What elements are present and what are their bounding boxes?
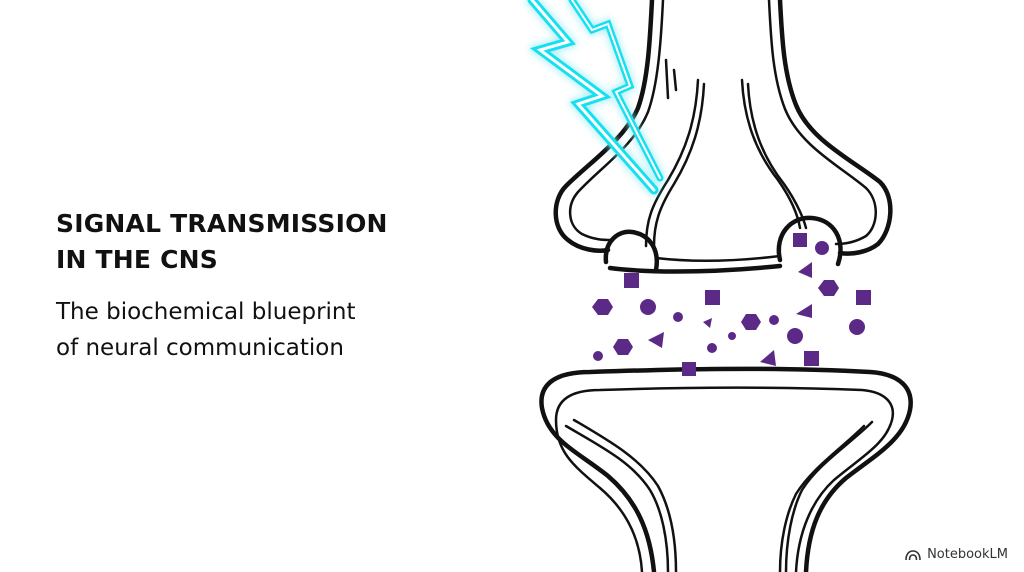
particle-circle	[769, 315, 779, 325]
particle-triangle	[798, 262, 812, 278]
particle-circle	[728, 332, 736, 340]
particle-square	[624, 273, 639, 288]
particle-circle	[849, 319, 865, 335]
subtitle-line-2: of neural communication	[56, 335, 344, 361]
particle-triangle	[796, 304, 812, 318]
particle-triangle	[703, 318, 712, 328]
particle-hexagon	[741, 314, 761, 330]
slide-title: SIGNAL TRANSMISSION IN THE CNS	[56, 206, 388, 278]
presynaptic-terminal	[553, 0, 893, 274]
brand-watermark: NotebookLM	[905, 547, 1008, 562]
postsynaptic-dendrite	[539, 366, 913, 572]
particle-hexagon	[818, 280, 839, 296]
particle-triangle	[760, 350, 776, 366]
particle-circle	[787, 328, 803, 344]
slide-subtitle: The biochemical blueprint of neural comm…	[56, 294, 356, 366]
particle-circle	[707, 343, 717, 353]
particle-square	[793, 233, 807, 247]
particle-circle	[593, 351, 603, 361]
particle-hexagon	[592, 299, 613, 315]
lightning-bolt-icon	[527, 0, 664, 195]
particle-triangle	[648, 332, 664, 348]
neurotransmitter-particles	[592, 233, 871, 376]
particle-square	[705, 290, 720, 305]
synapse-illustration	[527, 0, 913, 572]
particle-circle	[673, 312, 683, 322]
subtitle-line-1: The biochemical blueprint	[56, 299, 356, 325]
particle-circle	[815, 241, 829, 255]
particle-square	[682, 362, 696, 376]
particle-hexagon	[613, 339, 633, 355]
title-line-1: SIGNAL TRANSMISSION	[56, 209, 388, 238]
notebooklm-logo-icon	[905, 549, 921, 560]
brand-label: NotebookLM	[927, 547, 1008, 562]
particle-circle	[640, 299, 656, 315]
title-line-2: IN THE CNS	[56, 245, 218, 274]
particle-square	[804, 351, 819, 366]
particle-square	[856, 290, 871, 305]
